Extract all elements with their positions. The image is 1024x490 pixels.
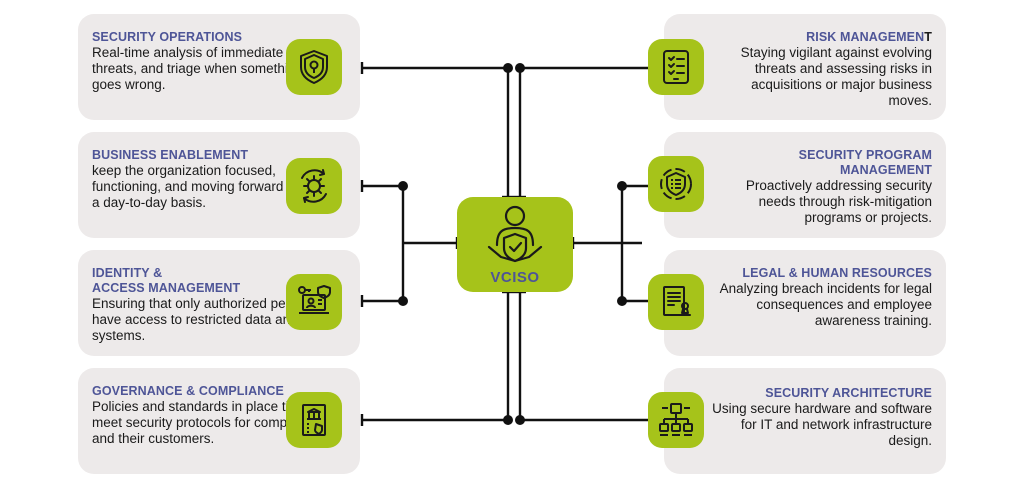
card-title-line1: SECURITY PROGRAM [798,148,932,162]
card-security-architecture: SECURITY ARCHITECTURE Using secure hardw… [648,368,946,474]
card-title: SECURITY OPERATIONS [92,30,243,44]
vciso-hub: VCISO [457,197,573,292]
vciso-label: VCISO [490,269,540,286]
card-description: Analyzing breach incidents for legal con… [719,281,932,328]
card-description: Policies and standards in place that mee… [92,399,309,446]
card-security-program-management: SECURITY PROGRAM MANAGEMENT Proactively … [648,132,946,238]
card-security-operations: SECURITY OPERATIONS Real-time analysis o… [78,14,360,120]
card-title: LEGAL & HUMAN RESOURCES [742,266,932,280]
card-title: SECURITY ARCHITECTURE [765,386,932,400]
card-title: RISK MANAGEMENT [712,30,932,45]
card-description: Proactively addressing security needs th… [745,178,932,225]
checklist-tablet-icon [648,39,704,95]
card-title-line2: ACCESS MANAGEMENT [92,281,241,295]
card-title: GOVERNANCE & COMPLIANCE [92,384,284,398]
person-shield-icon [487,205,543,263]
card-risk-management: RISK MANAGEMENT Staying vigilant against… [648,14,946,120]
card-title-last-letter: T [924,30,932,44]
card-business-enablement: BUSINESS ENABLEMENT keep the organizatio… [78,132,360,238]
card-description: Ensuring that only authorized people hav… [92,296,312,343]
card-identity-access-management: IDENTITY & ACCESS MANAGEMENT Ensuring th… [78,250,360,356]
shield-lock-icon [286,39,342,95]
card-title: BUSINESS ENABLEMENT [92,148,249,162]
gear-cycle-icon [286,158,342,214]
card-description: Using secure hardware and software for I… [712,401,932,448]
card-title-line2: MANAGEMENT [840,163,932,177]
shield-list-icon [648,156,704,212]
card-description: Staying vigilant against evolving threat… [740,45,932,108]
card-governance-compliance: GOVERNANCE & COMPLIANCE Policies and sta… [78,368,360,474]
legal-document-stamp-icon [648,274,704,330]
card-description: Real-time analysis of immediate threats,… [92,45,303,92]
id-laptop-icon [286,274,342,330]
card-description: keep the organization focused, functioni… [92,163,303,210]
card-title-line1: IDENTITY & [92,266,163,280]
network-hierarchy-icon [648,392,704,448]
card-legal-human-resources: LEGAL & HUMAN RESOURCES Analyzing breach… [648,250,946,356]
compliance-document-icon [286,392,342,448]
card-title-main: RISK MANAGEMEN [806,30,925,44]
